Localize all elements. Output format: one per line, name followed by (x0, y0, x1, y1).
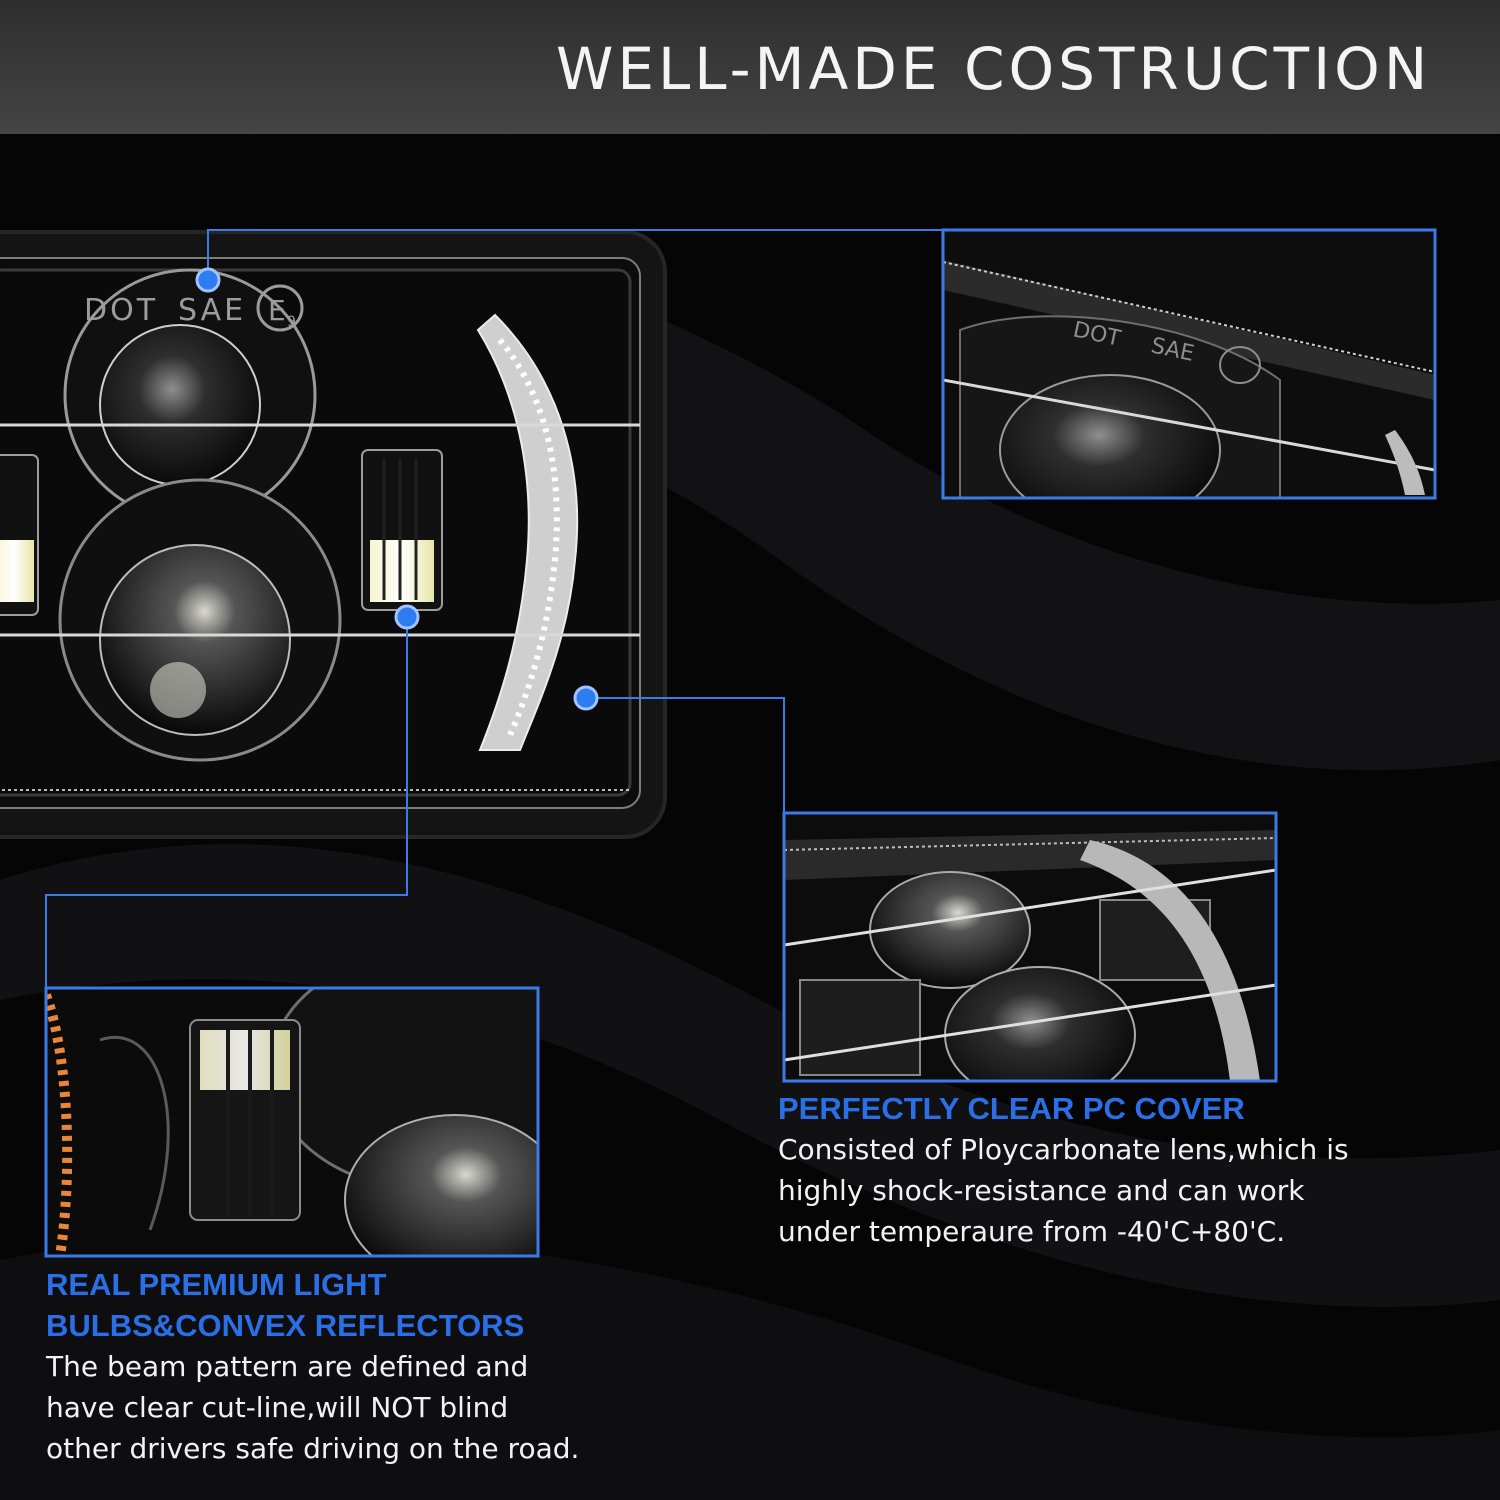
caption-bulbs: REAL PREMIUM LIGHT BULBS&CONVEX REFLECTO… (46, 1264, 686, 1469)
marking-dot: DOT (84, 293, 158, 328)
caption-pc-cover-line: highly shock-resistance and can work (778, 1174, 1305, 1207)
marking-sae: SAE (178, 293, 246, 328)
connector-dot-mark (207, 229, 943, 280)
marking-e-number: 9 (287, 314, 296, 330)
callout-connectors (45, 229, 943, 988)
caption-bulbs-title: REAL PREMIUM LIGHT (46, 1267, 387, 1302)
e-mark-circle (256, 284, 304, 332)
connector-bulbs (45, 617, 408, 988)
callout-dot-marker (394, 604, 420, 630)
background-swoosh (0, 844, 1500, 1307)
inset-pc-cover (782, 811, 1278, 1083)
headlight: DOT SAE E 9 (0, 230, 667, 839)
inset-bulbs (44, 986, 540, 1258)
page-title: WELL-MADE COSTRUCTION (556, 35, 1432, 103)
caption-pc-cover-line: under temperaure from -40'C+80'C. (778, 1215, 1286, 1248)
caption-bulbs-line: The beam pattern are defined and (46, 1350, 529, 1383)
background-swoosh (0, 1234, 1500, 1500)
caption-pc-cover: PERFECTLY CLEAR PC COVER Consisted of Pl… (778, 1088, 1478, 1252)
marking-e: E (268, 294, 286, 327)
inset-dot-closeup: DOT SAE (941, 228, 1437, 500)
header-band (0, 0, 1500, 134)
connector-pc-cover (586, 697, 785, 813)
caption-pc-cover-line: Consisted of Ploycarbonate lens,which is (778, 1133, 1349, 1166)
caption-bulbs-line: other drivers safe driving on the road. (46, 1432, 580, 1465)
caption-bulbs-line: have clear cut-line,will NOT blind (46, 1391, 509, 1424)
callout-dot-marker (195, 267, 221, 293)
callout-dot-marker (573, 685, 599, 711)
caption-bulbs-title: BULBS&CONVEX REFLECTORS (46, 1308, 525, 1343)
caption-pc-cover-title: PERFECTLY CLEAR PC COVER (778, 1091, 1245, 1126)
